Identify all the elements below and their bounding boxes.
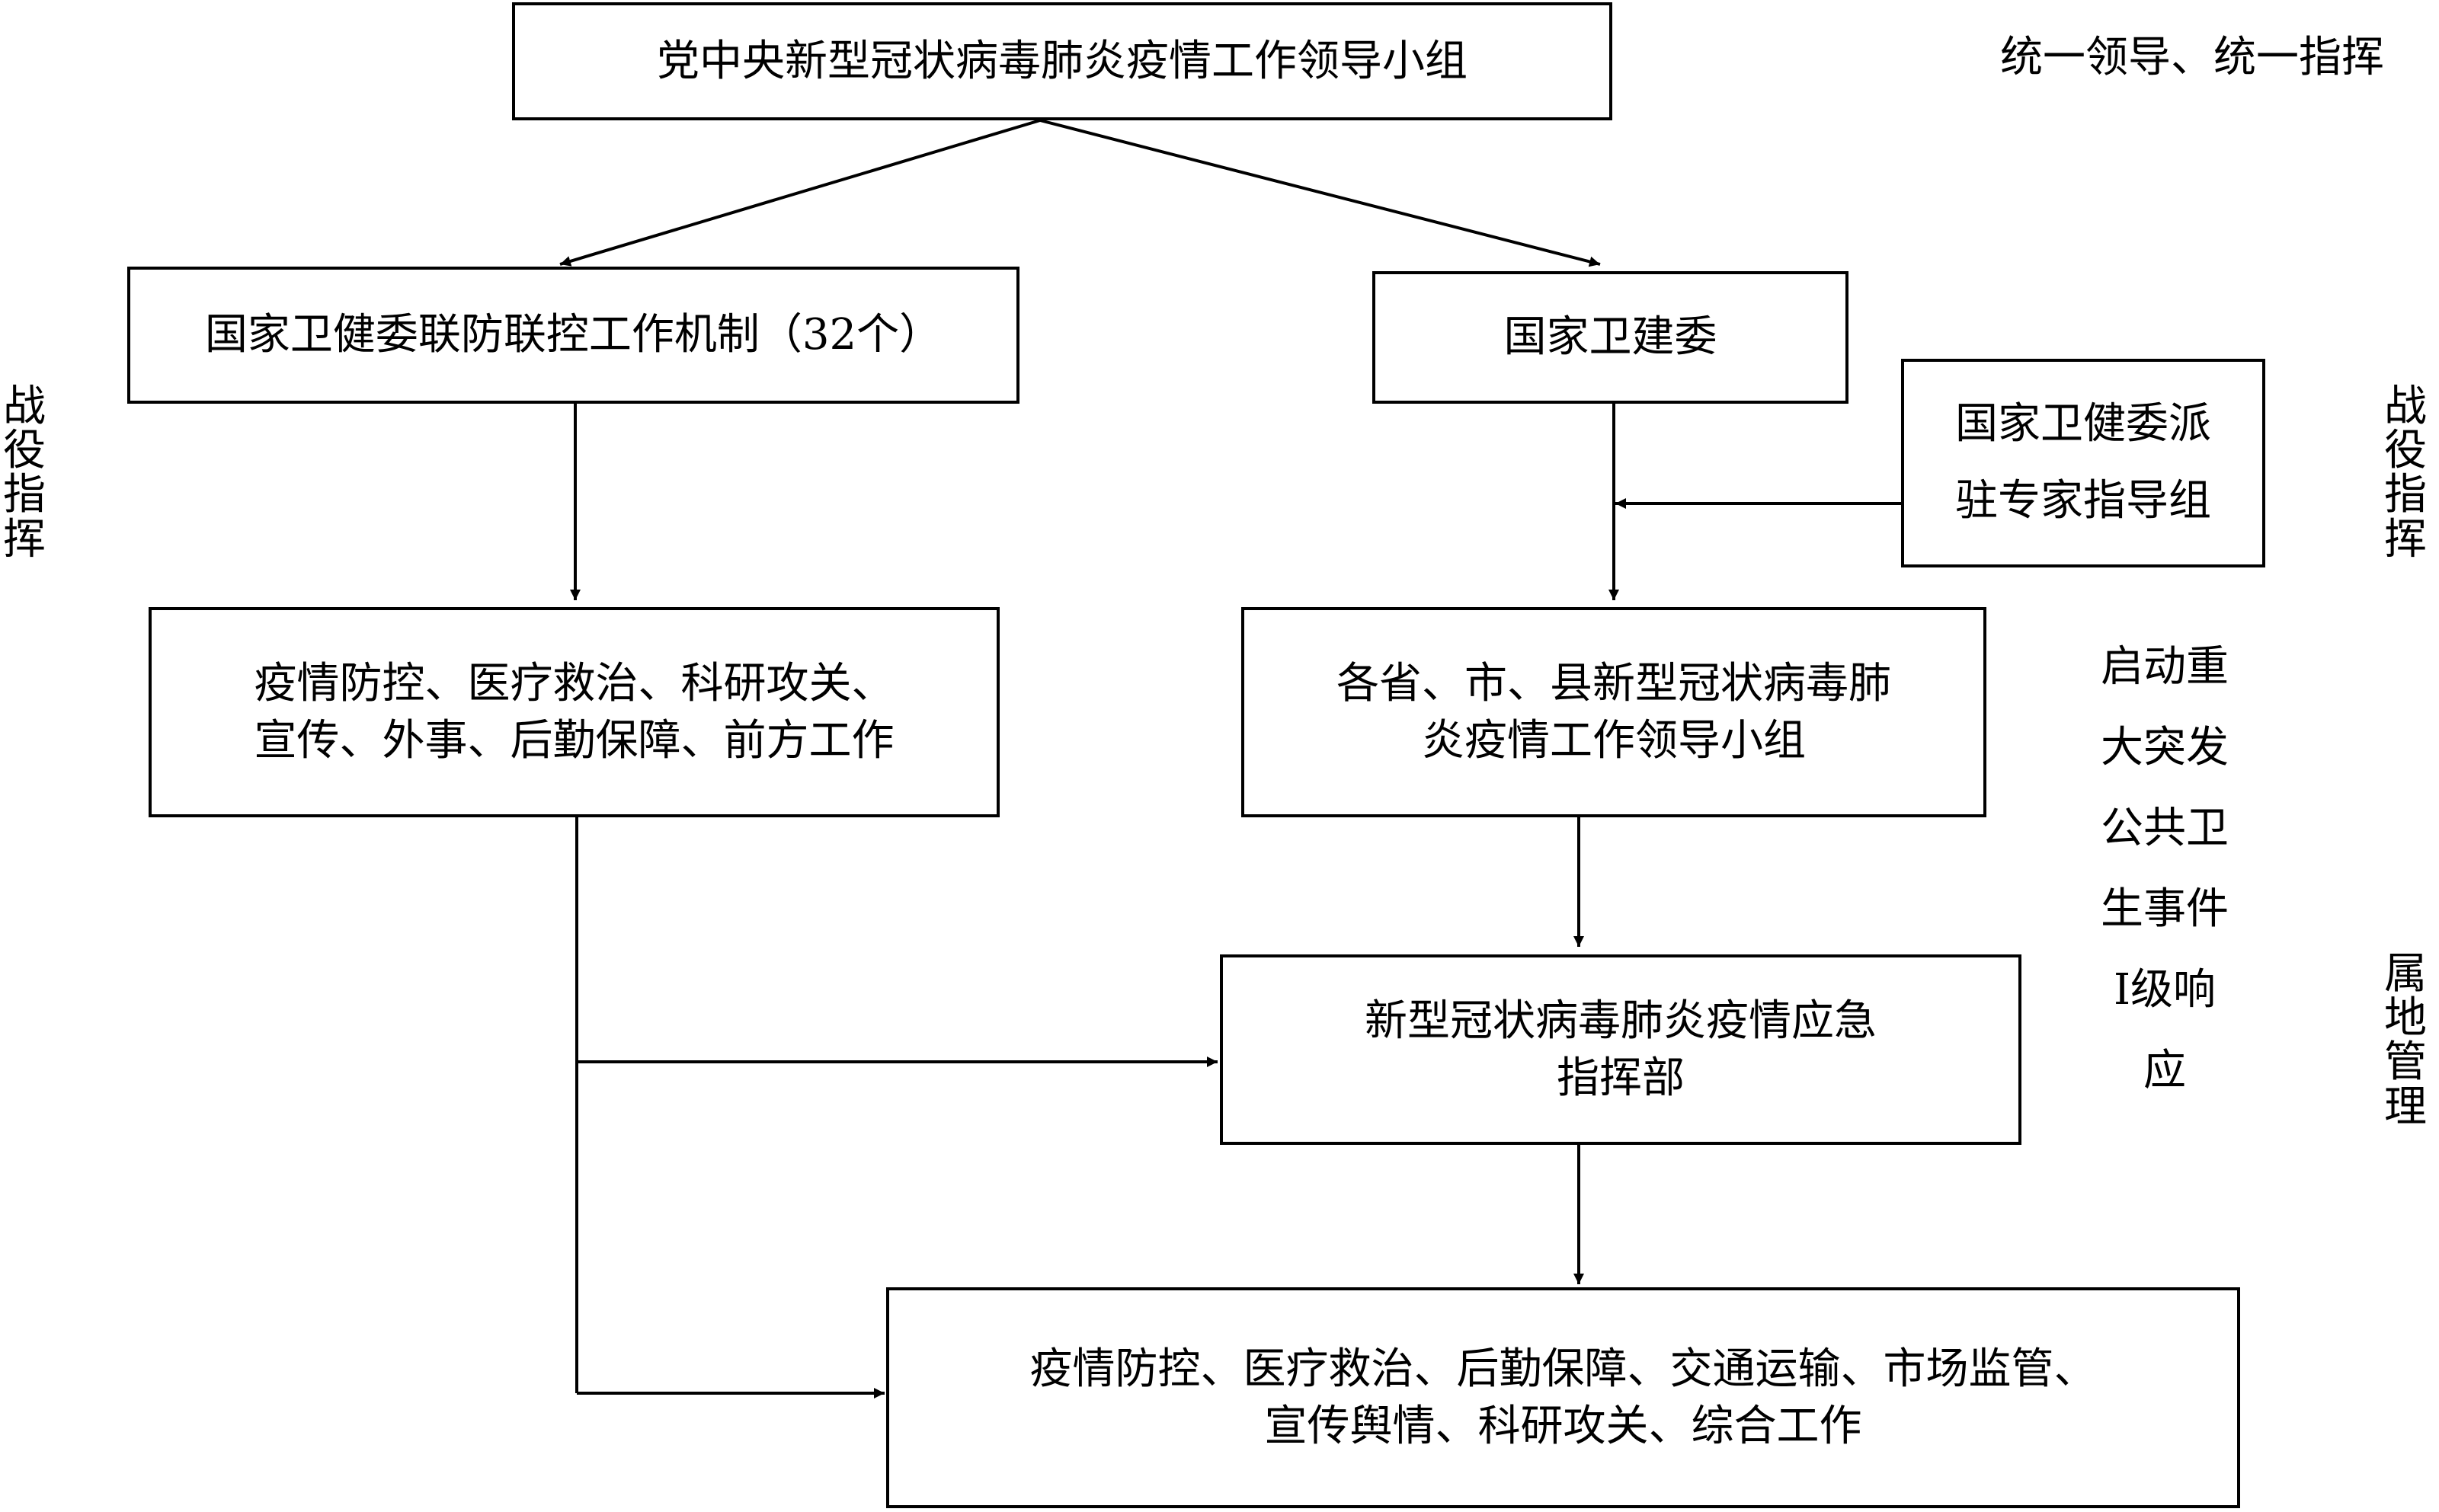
central-leading-group-node: 党中央新型冠状病毒肺炎疫情工作领导小组 bbox=[512, 2, 1612, 120]
central-leading-group-label: 党中央新型冠状病毒肺炎疫情工作领导小组 bbox=[657, 36, 1468, 86]
response-line-1: 启动重 bbox=[2101, 642, 2229, 692]
response-line-2: 大突发 bbox=[2101, 723, 2229, 772]
campaign-command-left-label: 战役指挥 bbox=[3, 382, 46, 564]
emergency-hq-line2: 指挥部 bbox=[1557, 1053, 1685, 1103]
response-line-5: Ⅰ级响 bbox=[2113, 965, 2217, 1015]
nhc-node: 国家卫建委 bbox=[1372, 271, 1848, 404]
joint-mechanism-node: 国家卫健委联防联控工作机制（32个） bbox=[127, 267, 1019, 404]
local-management-label: 属地管理 bbox=[2384, 949, 2427, 1132]
level-one-response-label: 启动重 大突发 公共卫 生事件 Ⅰ级响 应 bbox=[2085, 646, 2245, 1130]
tasks-bottom-line1: 疫情防控、医疗救治、后勤保障、交通运输、市场监管、 bbox=[1029, 1344, 2097, 1394]
arrow-central-to-nhc bbox=[1039, 119, 1601, 267]
expert-group-line2: 驻专家指导组 bbox=[1955, 476, 2211, 526]
tasks-left-line2: 宣传、外事、后勤保障、前方工作 bbox=[254, 716, 895, 766]
local-groups-node: 各省、市、县新型冠状病毒肺 炎疫情工作领导小组 bbox=[1241, 607, 1986, 817]
expert-group-line1: 国家卫健委派 bbox=[1955, 399, 2211, 449]
expert-group-node: 国家卫健委派 驻专家指导组 bbox=[1901, 359, 2265, 567]
tasks-left-line1: 疫情防控、医疗救治、科研攻关、 bbox=[254, 658, 895, 708]
response-line-4: 生事件 bbox=[2101, 884, 2229, 934]
tasks-bottom-line2: 宣传舆情、科研攻关、综合工作 bbox=[1264, 1402, 1862, 1451]
nhc-label: 国家卫建委 bbox=[1503, 312, 1717, 363]
emergency-hq-line1: 新型冠状病毒肺炎疫情应急 bbox=[1365, 996, 1877, 1046]
local-groups-line1: 各省、市、县新型冠状病毒肺 bbox=[1336, 658, 1891, 708]
arrow-central-to-mechanism bbox=[559, 119, 1041, 267]
response-line-3: 公共卫 bbox=[2101, 804, 2229, 853]
unified-leadership-label: 统一领导、统一指挥 bbox=[2000, 33, 2384, 82]
campaign-command-right-label: 战役指挥 bbox=[2384, 382, 2427, 564]
tasks-left-node: 疫情防控、医疗救治、科研攻关、 宣传、外事、后勤保障、前方工作 bbox=[149, 607, 1000, 817]
response-line-6: 应 bbox=[2143, 1046, 2186, 1095]
tasks-bottom-node: 疫情防控、医疗救治、后勤保障、交通运输、市场监管、 宣传舆情、科研攻关、综合工作 bbox=[886, 1287, 2240, 1508]
local-groups-line2: 炎疫情工作领导小组 bbox=[1422, 716, 1806, 766]
joint-mechanism-label: 国家卫健委联防联控工作机制（32个） bbox=[204, 310, 943, 360]
emergency-hq-node: 新型冠状病毒肺炎疫情应急 指挥部 bbox=[1220, 954, 2021, 1145]
